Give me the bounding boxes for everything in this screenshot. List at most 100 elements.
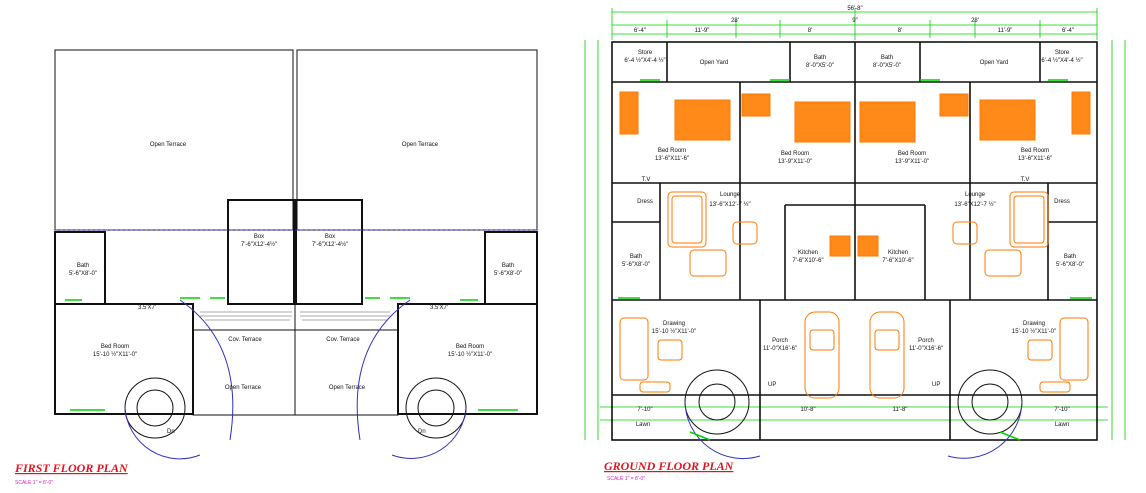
ground-floor-scale: SCALE 1" = 8'-0" <box>607 476 645 482</box>
bottom-dim-4: 7'-10" <box>1054 407 1069 413</box>
drawing-sofa-right <box>1059 317 1089 381</box>
label-bath-top-right: Bath <box>881 55 893 61</box>
top-dim-5: 9" <box>852 18 857 24</box>
label-open-yard-left: Open Yard <box>700 60 728 66</box>
label-open-terrace-right: Open Terrace <box>402 142 439 148</box>
size-lounge-left: 13'-6"X12'-7 ½" <box>709 201 750 208</box>
size-bed-mid-left: 13'-9"X11'-0" <box>778 159 812 165</box>
label-dn-right: Dn <box>418 429 426 435</box>
label-bath-mid-right: Bath <box>1064 254 1076 260</box>
size-bath-right: 5'-6"X8'-0" <box>494 271 522 277</box>
size-drawing-right: 15'-10 ½"X11'-0" <box>1012 328 1056 335</box>
first-floor-title: FIRST FLOOR PLAN <box>14 461 129 475</box>
top-dim-1: 6'-4" <box>634 28 646 34</box>
label-store-left: Store <box>638 50 653 56</box>
label-lounge-left: Lounge <box>720 192 741 198</box>
first-floor-scale: SCALE 1" = 8'-0" <box>15 480 53 486</box>
bed-furniture-2 <box>794 101 851 143</box>
ground-stairs <box>684 369 1023 460</box>
top-dim-6: 8' <box>898 28 902 34</box>
size-lounge-right: 13'-6"X12'-7 ½" <box>954 201 995 208</box>
bed-furniture-4 <box>979 99 1036 141</box>
top-dim-3: 8' <box>808 28 812 34</box>
size-bed-left: 13'-6"X11'-6" <box>655 156 689 162</box>
drawing-sofa-left <box>619 317 649 381</box>
label-box-left: Box <box>254 234 264 240</box>
top-dim-2: 11'-9" <box>695 28 710 34</box>
top-dim-4: 28' <box>731 18 739 24</box>
top-dim-7: 11'-9" <box>998 28 1013 34</box>
label-open-terrace-bottom-left: Open Terrace <box>225 385 262 391</box>
label-drawing-right: Drawing <box>1023 321 1045 327</box>
label-up-right: UP <box>932 382 940 388</box>
bottom-dim-3: 11'-8" <box>893 407 908 413</box>
label-bed-left: Bed Room <box>101 344 129 350</box>
size-porch-right: 11'-0"X16'-6" <box>909 346 943 352</box>
note-left: 3.5'X7' <box>138 305 156 311</box>
first-floor-plan <box>54 49 538 460</box>
label-kitchen-left: Kitchen <box>798 250 818 256</box>
size-kitchen-right: 7'-6"X10'-6" <box>882 258 913 264</box>
label-bath-mid-left: Bath <box>630 254 642 260</box>
label-box-right: Box <box>325 234 335 240</box>
open-terrace-left <box>54 49 294 231</box>
size-store-left: 6'-4 ½"X4'-4 ½" <box>624 57 665 64</box>
size-bath-top-left: 8'-0"X5'-0" <box>806 63 834 69</box>
box-right-outline <box>295 199 363 305</box>
sofa-left <box>667 191 707 248</box>
label-open-terrace-bottom-right: Open Terrace <box>329 385 366 391</box>
first-floor-labels: Open Terrace Open Terrace Box 7'-6"X12'-… <box>14 142 522 486</box>
bed-furniture-1 <box>674 99 731 141</box>
label-bath-left: Bath <box>77 263 89 269</box>
label-lounge-right: Lounge <box>965 192 986 198</box>
stair-left <box>124 377 186 439</box>
label-bed-left: Bed Room <box>658 148 686 154</box>
label-bed-mid-left: Bed Room <box>781 151 809 157</box>
label-tv-right: T.V <box>1021 177 1030 183</box>
label-open-terrace-left: Open Terrace <box>150 142 187 148</box>
label-bed-mid-right: Bed Room <box>898 151 926 157</box>
label-open-yard-right: Open Yard <box>980 60 1008 66</box>
size-kitchen-left: 7'-6"X10'-6" <box>792 258 823 264</box>
ground-walls <box>611 41 1098 441</box>
car-left <box>804 311 840 399</box>
size-drawing-left: 15'-10 ½"X11'-0" <box>652 328 696 335</box>
label-dress-left: Dress <box>637 199 653 205</box>
top-dim-8: 6'-4" <box>1062 28 1074 34</box>
size-bed-right: 15'-10 ½"X11'-0" <box>448 351 492 358</box>
label-store-right: Store <box>1055 50 1070 56</box>
label-bed-right: Bed Room <box>456 344 484 350</box>
dimension-lines <box>584 8 1126 440</box>
size-bed-mid-right: 13'-9"X11'-0" <box>895 159 929 165</box>
label-up-left: UP <box>768 382 776 388</box>
ground-floor-title: GROUND FLOOR PLAN <box>604 459 735 473</box>
label-bath-right: Bath <box>502 263 514 269</box>
label-porch-right: Porch <box>918 338 934 344</box>
size-box-right: 7'-6"X12'-4½" <box>312 241 348 248</box>
top-dim-9: 28' <box>971 18 979 24</box>
stair-right <box>405 377 467 439</box>
label-dress-right: Dress <box>1054 199 1070 205</box>
label-cov-terrace-right: Cov. Terrace <box>326 337 360 343</box>
size-box-left: 7'-6"X12'-4½" <box>241 241 277 248</box>
label-bed-right: Bed Room <box>1021 148 1049 154</box>
label-tv-left: T.V <box>642 177 651 183</box>
label-porch-left: Porch <box>772 338 788 344</box>
ground-floor-labels: 56'-8" 6'-4" 11'-9" 8' 28' 9" 8' 11'-9" … <box>604 6 1084 482</box>
size-bed-left: 15'-10 ½"X11'-0" <box>93 351 137 358</box>
bed-left-outline <box>54 303 194 415</box>
label-drawing-left: Drawing <box>663 321 685 327</box>
label-lawn-left: Lawn <box>636 422 650 428</box>
bottom-dim-2: 10'-8" <box>800 407 815 413</box>
bottom-dim-1: 7'-10" <box>637 407 652 413</box>
size-porch-left: 11'-0"X16'-6" <box>763 346 797 352</box>
size-bath-top-right: 8'-0"X5'-0" <box>873 63 901 69</box>
label-kitchen-right: Kitchen <box>888 250 908 256</box>
label-bath-top-left: Bath <box>814 55 826 61</box>
size-bath-mid-right: 5'-6"X8'-0" <box>1056 262 1084 268</box>
car-right <box>869 311 905 399</box>
ground-floor-plan <box>584 8 1126 460</box>
sofa-right <box>1009 191 1049 248</box>
open-terrace-right <box>296 49 538 231</box>
